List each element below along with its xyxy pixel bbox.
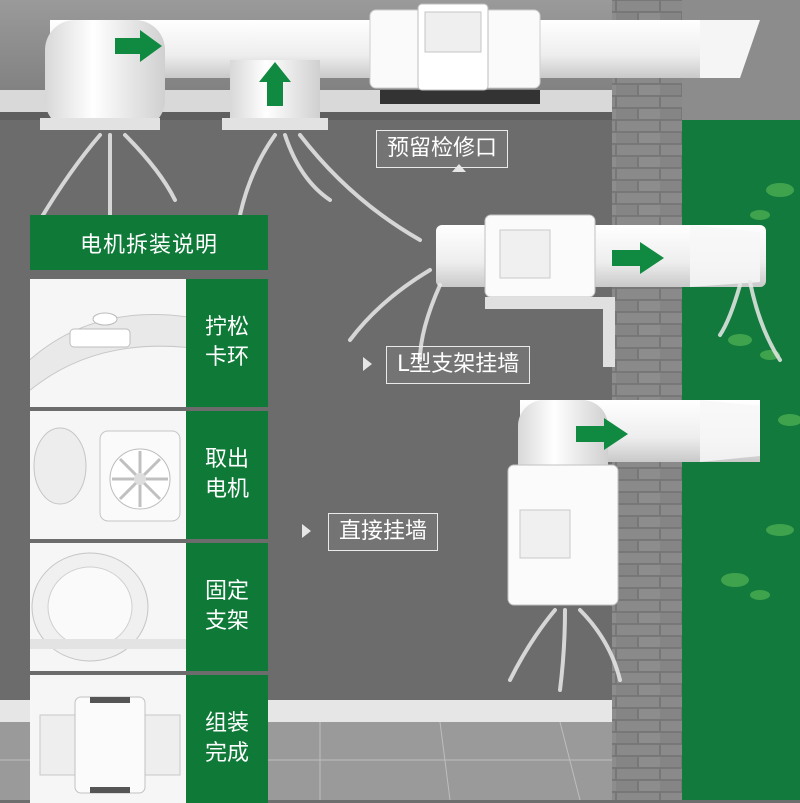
panel-title: 电机拆装说明	[30, 215, 268, 270]
access-port-gap	[380, 90, 540, 104]
step-2-text: 取出电机	[186, 411, 268, 539]
step-3-image	[30, 543, 186, 671]
direct-wall-label: 直接挂墙	[328, 513, 439, 551]
motor-disassembly-panel: 电机拆装说明 拧松卡环	[30, 215, 268, 803]
step-4: 组装完成	[30, 675, 268, 803]
step-2-image	[30, 411, 186, 539]
airflow-streams	[38, 133, 782, 692]
ceiling-duct	[40, 3, 760, 130]
step-3-text: 固定支架	[186, 543, 268, 671]
step-3: 固定支架	[30, 543, 268, 671]
leaves-decoration	[721, 183, 800, 600]
step-4-text: 组装完成	[186, 675, 268, 803]
step-2: 取出电机	[30, 411, 268, 539]
step-4-image	[30, 675, 186, 803]
step-1-image	[30, 279, 186, 407]
step-1: 拧松卡环	[30, 279, 268, 407]
access-port-label: 预留检修口	[376, 130, 509, 168]
flow-arrows	[115, 30, 664, 450]
wall-mounted-duct-l-bracket	[436, 214, 766, 367]
l-bracket-label: L型支架挂墙	[386, 346, 531, 384]
step-1-text: 拧松卡环	[186, 279, 268, 407]
